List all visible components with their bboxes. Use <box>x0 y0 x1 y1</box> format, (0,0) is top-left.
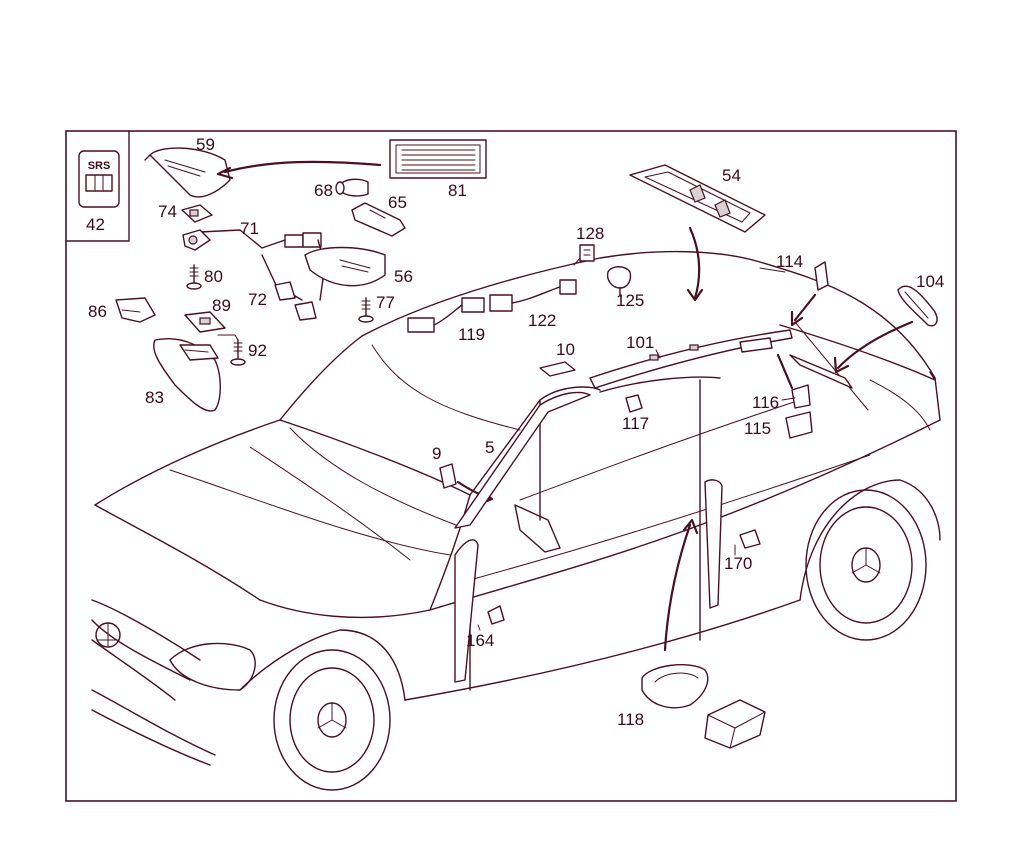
part-122-harness <box>489 279 577 312</box>
part-77-screw <box>358 297 374 323</box>
callout-114: 114 <box>776 252 803 271</box>
callout-54: 54 <box>722 166 741 185</box>
part-128-clip <box>579 244 595 262</box>
part-119-harness <box>407 297 485 333</box>
part-56-sun-visor <box>304 246 386 287</box>
arrow-54-down <box>688 226 701 300</box>
arrow-81-to-59 <box>223 160 382 174</box>
part-mount-left <box>182 229 211 251</box>
arrow-104 <box>836 320 914 370</box>
srs-badge-text: SRS <box>88 160 111 172</box>
callout-89: 89 <box>212 296 231 315</box>
callout-80: 80 <box>204 267 223 286</box>
callout-170: 170 <box>724 554 752 573</box>
part-68-bulb <box>335 178 369 197</box>
part-83-mirror <box>153 338 221 412</box>
callout-116: 116 <box>752 393 779 412</box>
callout-104: 104 <box>916 272 944 291</box>
arrow-118 <box>663 523 692 652</box>
part-89-bracket <box>184 311 226 333</box>
callout-164: 164 <box>466 631 494 650</box>
callout-118: 118 <box>617 710 644 729</box>
callout-119: 119 <box>458 325 485 344</box>
part-170-pillar-trim <box>704 479 761 609</box>
callout-77: 77 <box>376 293 395 312</box>
callout-9: 9 <box>432 444 441 463</box>
part-5-pillar-trim <box>454 391 591 529</box>
part-101-strip <box>589 329 793 389</box>
part-86-housing <box>115 297 156 323</box>
callout-65: 65 <box>388 193 407 212</box>
callout-122: 122 <box>528 311 556 330</box>
car-body <box>91 250 941 791</box>
part-115-cover <box>785 411 813 439</box>
callout-115: 115 <box>744 419 771 438</box>
part-118-housing <box>641 664 709 709</box>
part-65-lens <box>351 202 406 237</box>
part-81-label <box>389 139 487 179</box>
part-125-clip <box>606 266 632 297</box>
part-104-handle <box>897 285 938 327</box>
part-80-screw <box>186 264 202 290</box>
part-59-sun-visor <box>144 147 231 198</box>
part-92-screw <box>230 339 246 366</box>
part-74-clip <box>181 204 213 223</box>
callout-72: 72 <box>248 290 267 309</box>
part-114-clip <box>790 261 829 327</box>
callout-5: 5 <box>485 438 494 457</box>
part-117-clip <box>625 394 643 413</box>
callout-128: 128 <box>576 224 604 243</box>
callout-68: 68 <box>314 181 333 200</box>
callout-71: 71 <box>240 219 259 238</box>
callout-101: 101 <box>626 333 654 352</box>
part-rear-strip <box>789 354 853 389</box>
part-72-connector <box>274 281 317 321</box>
part-118-module <box>704 699 766 749</box>
leader-lines <box>217 257 796 631</box>
callout-83: 83 <box>145 388 164 407</box>
callout-117: 117 <box>622 414 649 433</box>
part-10-clip <box>539 361 576 377</box>
callout-81: 81 <box>448 181 467 200</box>
callout-42: 42 <box>86 215 105 234</box>
callout-59: 59 <box>196 135 215 154</box>
part-164-pillar-trim <box>454 539 505 683</box>
diagram-frame <box>65 130 957 802</box>
callout-labels: 59 81 68 65 74 71 56 80 72 77 86 89 92 8… <box>88 135 944 729</box>
callout-86: 86 <box>88 302 107 321</box>
srs-badge: SRS 42 <box>65 130 130 242</box>
callout-92: 92 <box>248 341 267 360</box>
part-54-frame <box>629 164 766 233</box>
callout-56: 56 <box>394 267 413 286</box>
callout-125: 125 <box>616 291 644 310</box>
callout-74: 74 <box>158 202 177 221</box>
callout-10: 10 <box>556 340 575 359</box>
part-71-harness <box>199 229 326 301</box>
part-116-clip <box>776 353 811 409</box>
